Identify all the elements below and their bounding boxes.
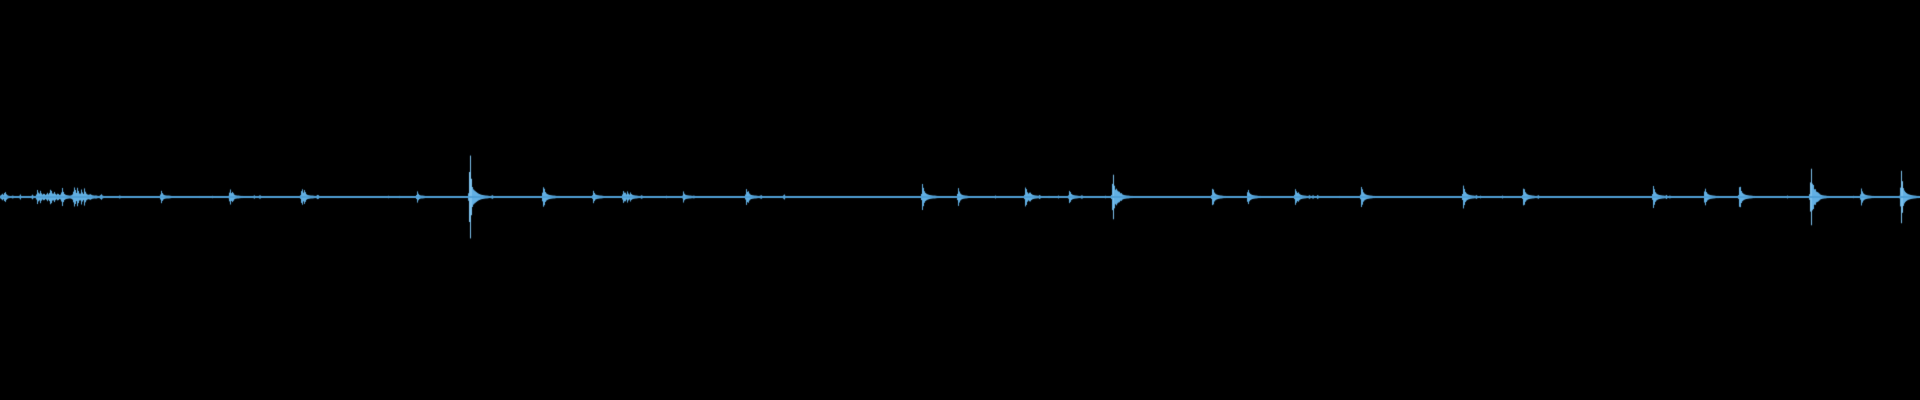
waveform-canvas[interactable] <box>0 0 1920 400</box>
audio-waveform-viewer[interactable]: Audio waveform visualization Blue symmet… <box>0 0 1920 400</box>
